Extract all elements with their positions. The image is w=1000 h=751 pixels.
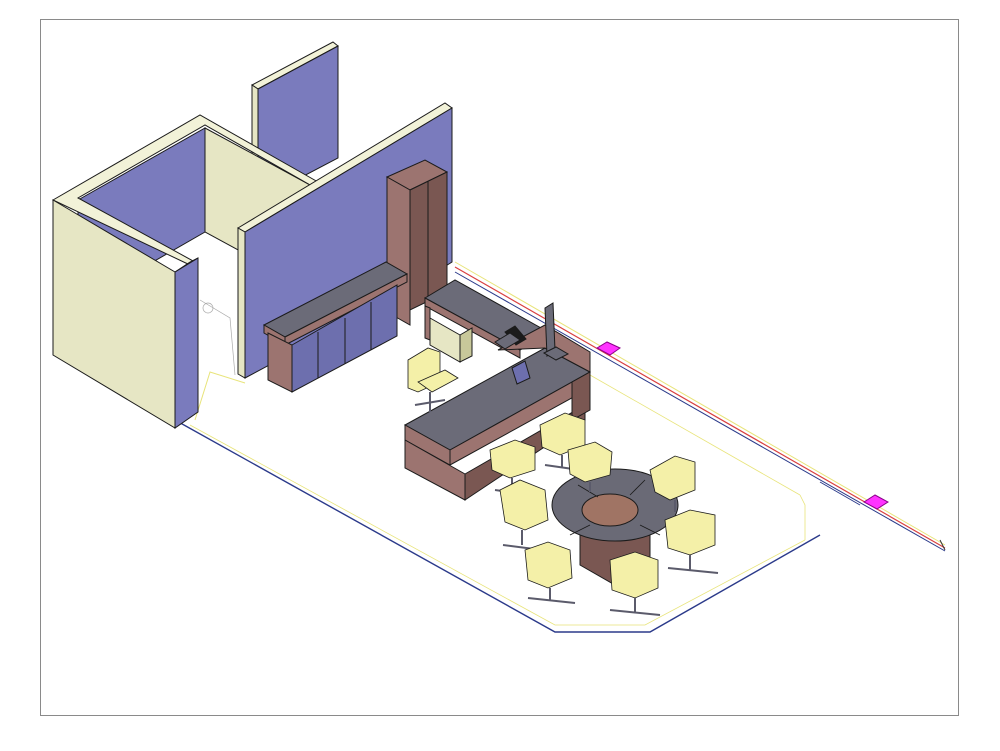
chair-4 bbox=[649, 455, 696, 512]
floor-edge-yellow-4 bbox=[589, 374, 801, 496]
floor-edge-yellow-3 bbox=[799, 494, 806, 540]
chair-7 bbox=[524, 541, 576, 604]
marker-square-1 bbox=[595, 341, 621, 356]
credenza bbox=[262, 261, 409, 393]
chair-6 bbox=[664, 509, 719, 574]
floor-outline bbox=[174, 371, 861, 633]
monitor bbox=[494, 302, 570, 385]
desk-chair bbox=[407, 347, 459, 412]
service-line bbox=[454, 261, 946, 552]
chair-3 bbox=[567, 441, 613, 492]
floor-edge-yellow-2 bbox=[189, 424, 806, 626]
floor-edge-yellow bbox=[194, 371, 246, 421]
chair-5 bbox=[499, 479, 549, 551]
marker-square-2 bbox=[863, 494, 889, 510]
conference-chairs bbox=[489, 412, 719, 616]
chair-8 bbox=[609, 551, 661, 616]
floor-edge-blue bbox=[174, 419, 821, 633]
floor-edge-blue-2 bbox=[819, 481, 861, 506]
